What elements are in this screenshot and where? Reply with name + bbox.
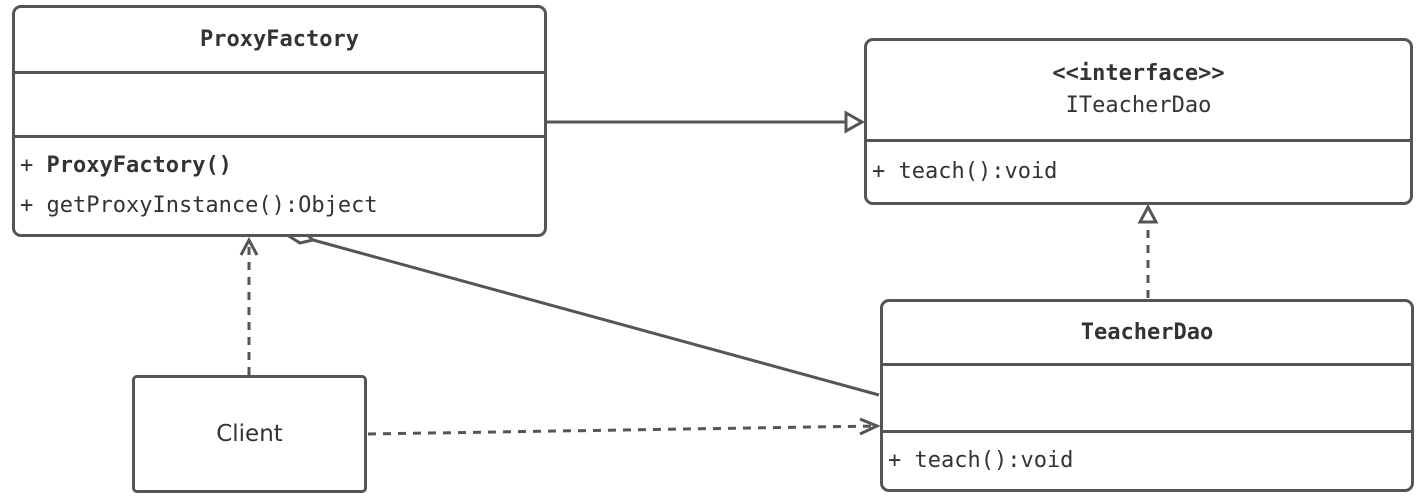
proxy-factory-class[interactable]: ProxyFactory + ProxyFactory() + getProxy…	[12, 5, 547, 237]
class-name: TeacherDao	[1080, 319, 1214, 345]
class-name: ProxyFactory	[200, 26, 359, 52]
proxy-factory-name-compartment: ProxyFactory	[15, 8, 544, 71]
iteacher-dao-name-compartment: <<interface>> ITeacherDao	[867, 41, 1410, 139]
teacher-dao-name-compartment: TeacherDao	[883, 302, 1411, 363]
dependency-client-teacherdao	[367, 417, 881, 436]
teacher-dao-operations-compartment: + teach():void	[883, 430, 1411, 489]
client-label: Client	[216, 421, 283, 447]
teacher-dao-attributes-compartment	[883, 363, 1411, 430]
association-proxyfactory-iteacherdao	[546, 110, 866, 134]
realization-teacherdao-iteacherdao	[1137, 203, 1159, 298]
operation-constructor: + ProxyFactory()	[20, 153, 232, 178]
iteacher-dao-operations-compartment: + teach():void	[867, 139, 1410, 202]
interface-name: ITeacherDao	[1065, 93, 1212, 118]
proxy-factory-attributes-compartment	[15, 71, 544, 135]
iteacher-dao-interface[interactable]: <<interface>> ITeacherDao + teach():void	[864, 38, 1413, 205]
proxy-factory-operations-compartment: + ProxyFactory() + getProxyInstance():Ob…	[15, 135, 544, 234]
teacher-dao-class[interactable]: TeacherDao + teach():void	[880, 299, 1414, 492]
operation-teach: + teach():void	[872, 159, 1058, 184]
dependency-client-proxyfactory	[239, 236, 259, 375]
client-box[interactable]: Client	[132, 375, 367, 493]
aggregation-proxyfactory-teacherdao	[281, 223, 880, 397]
stereotype-label: <<interface>>	[1052, 61, 1225, 86]
operation-teach: + teach():void	[888, 448, 1074, 473]
operation-get-proxy-instance: + getProxyInstance():Object	[20, 193, 378, 218]
